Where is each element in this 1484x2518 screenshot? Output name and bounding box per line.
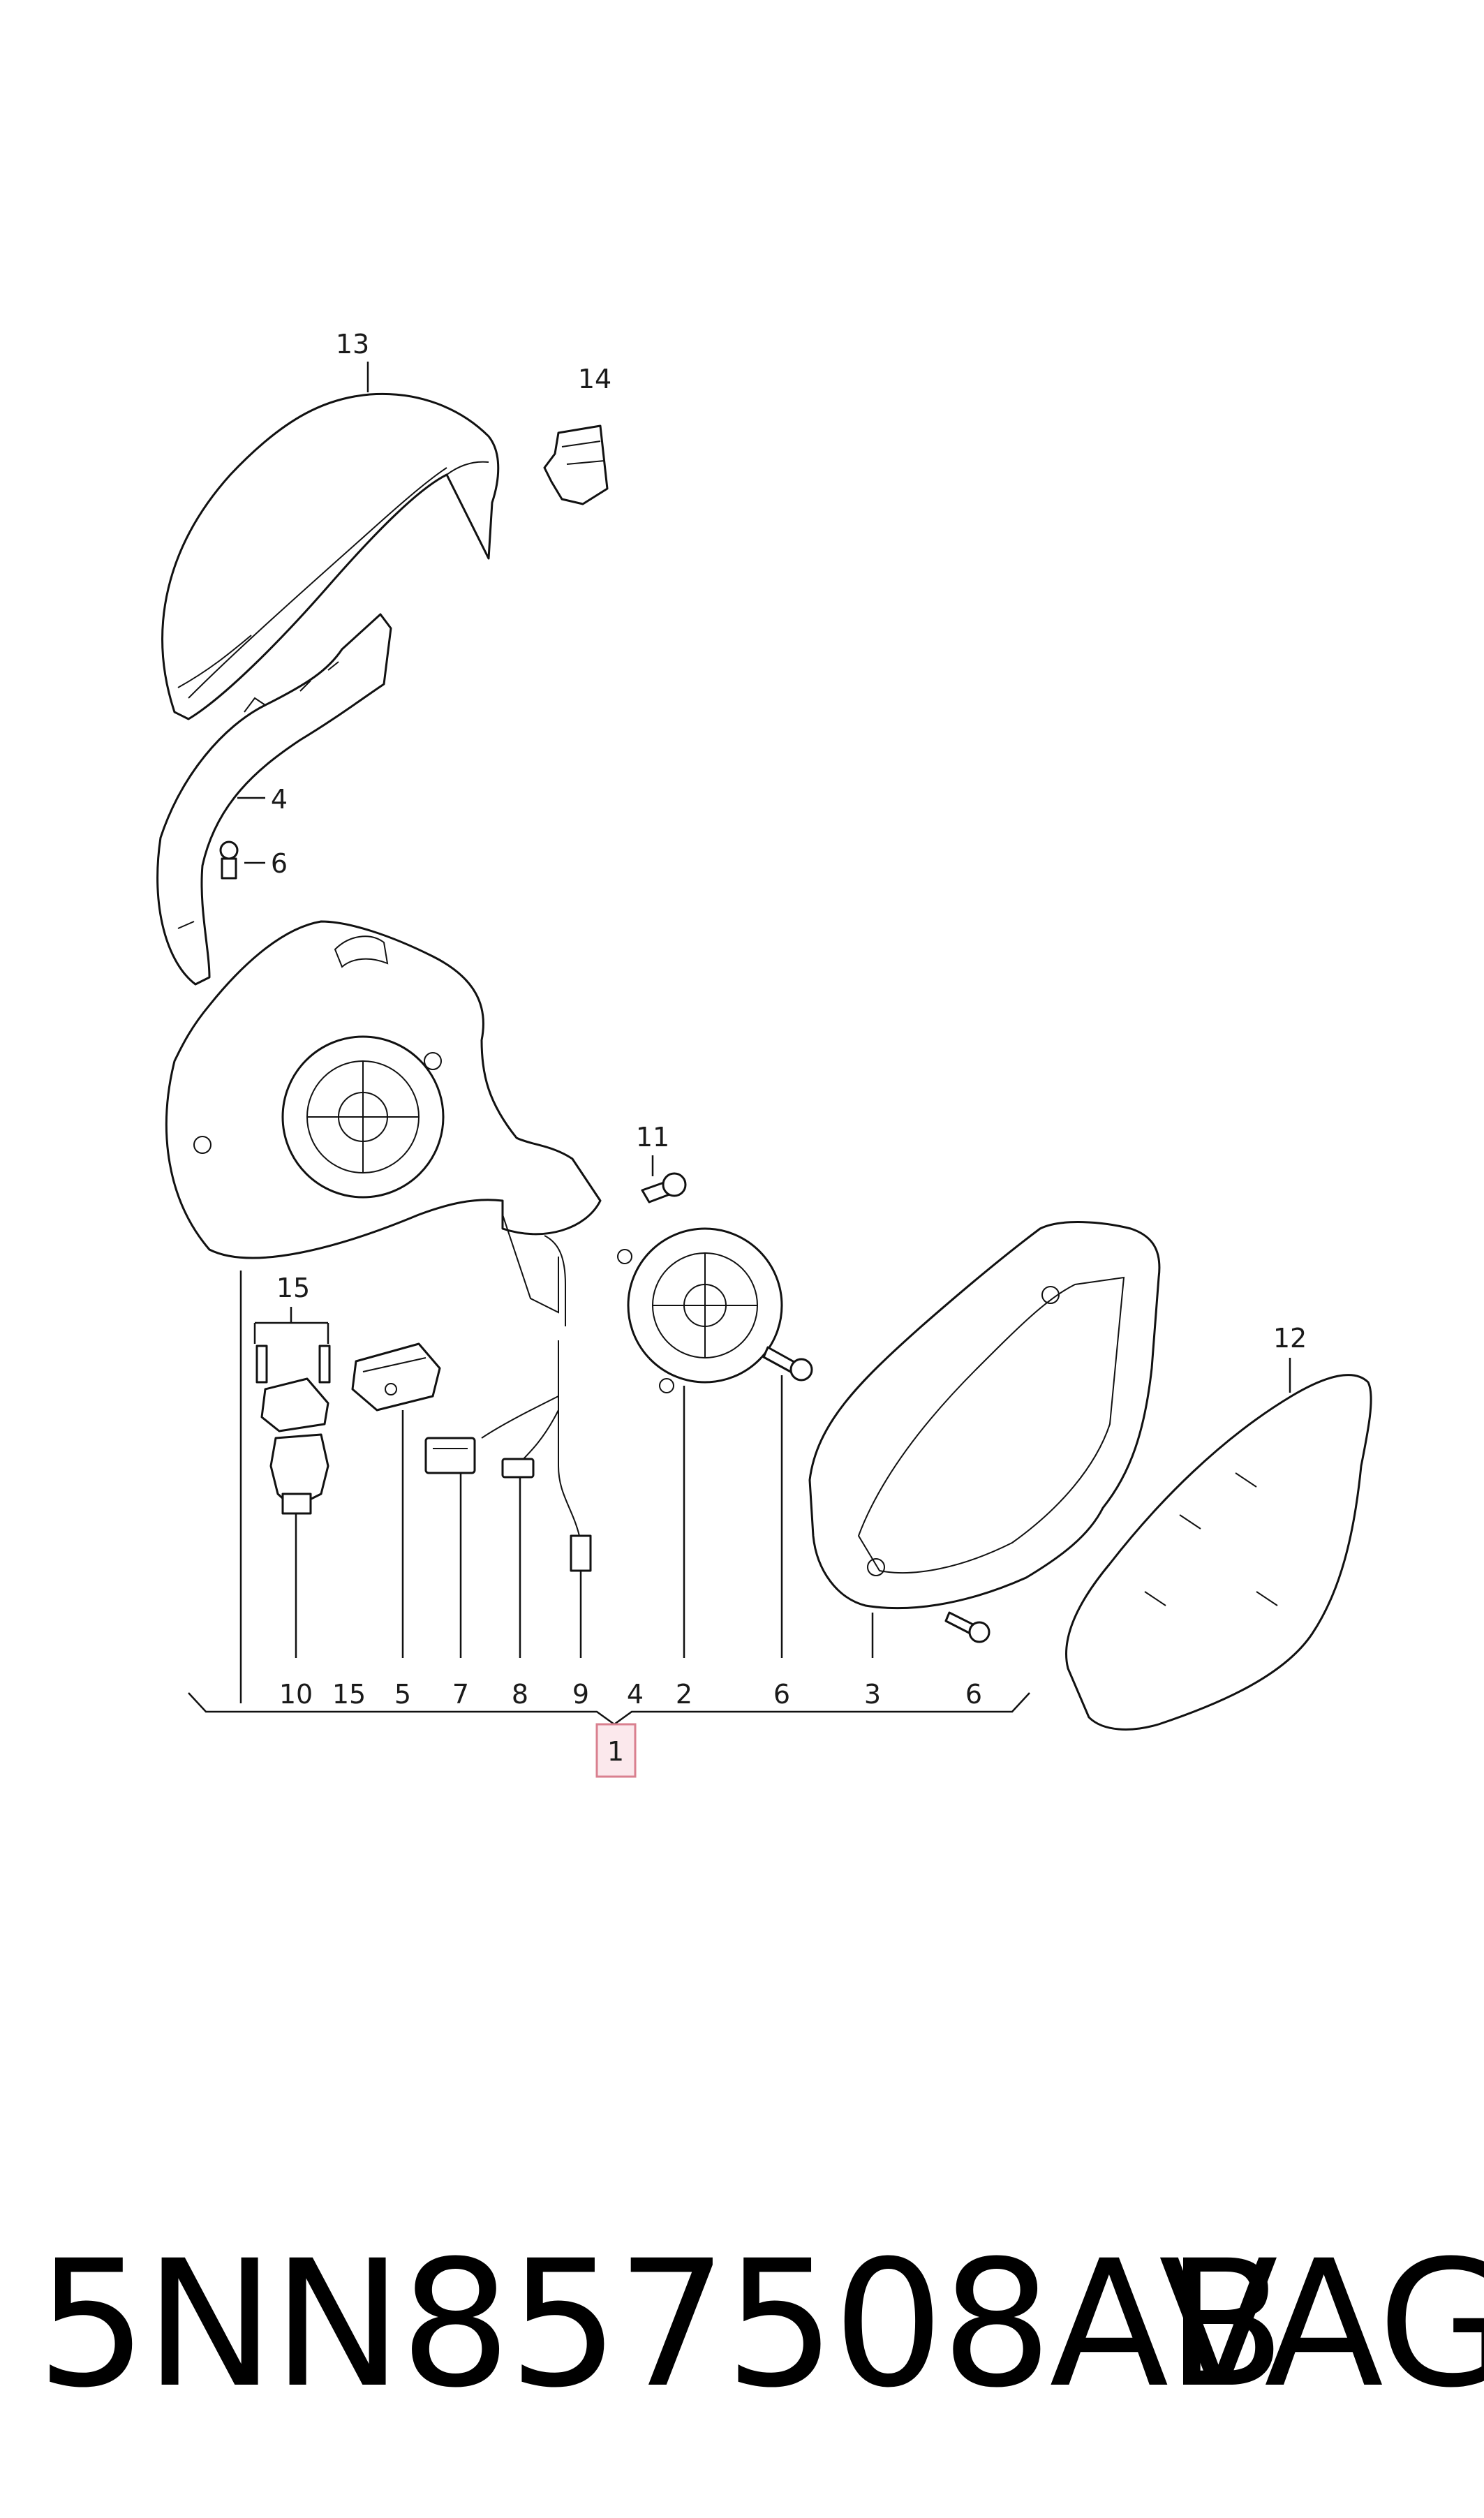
part-13-mirror-cap — [161, 392, 500, 720]
bottom-callout-row: 10 15 5 7 8 9 4 2 6 3 6 — [279, 1679, 982, 1710]
part-9-wiring — [481, 1235, 592, 1572]
part-2-adjuster-motor — [617, 1227, 783, 1393]
bottom-callout-6b: 6 — [965, 1679, 982, 1710]
part-6-screw-top — [219, 840, 239, 880]
part-12-mirror-glass — [1065, 1374, 1372, 1731]
callout-14: 14 — [578, 364, 611, 394]
part-7-connector — [424, 1437, 476, 1474]
mirror-housing — [165, 920, 602, 1314]
part-6-screw-bottom — [944, 1611, 990, 1643]
bottom-leaders — [239, 1271, 874, 1703]
callout-13: 13 — [336, 329, 369, 360]
footer: 5NN857508AB VAG — [0, 2220, 1484, 2429]
callout-12: 12 — [1273, 1323, 1307, 1354]
part-11-screw — [641, 1172, 687, 1204]
bottom-callout-6a: 6 — [773, 1679, 790, 1710]
leader-15-top — [253, 1307, 329, 1344]
brand-label: VAG — [1159, 2223, 1484, 2426]
callout-4-top: 4 — [271, 784, 288, 815]
callout-11: 11 — [636, 1122, 669, 1153]
bottom-callout-2: 2 — [676, 1679, 692, 1710]
callout-15-top: 15 — [276, 1273, 310, 1303]
bottom-callout-7: 7 — [452, 1679, 469, 1710]
part-8-connector — [501, 1458, 535, 1479]
assembly-bracket — [188, 1692, 1030, 1726]
bottom-callout-3: 3 — [864, 1679, 881, 1710]
bottom-callout-10: 10 — [279, 1679, 313, 1710]
exploded-parts-diagram: 13 14 4 6 — [156, 329, 1372, 1778]
callout-6-top: 6 — [271, 848, 288, 879]
part-6-screw-mid — [762, 1346, 813, 1382]
callout-1: 1 — [607, 1736, 624, 1767]
part-10-actuator — [269, 1433, 329, 1515]
part-3-mirror-frame — [808, 1221, 1161, 1610]
part-4-turn-signal — [156, 613, 392, 986]
callout-1-box: 1 — [595, 1723, 637, 1778]
bottom-callout-5: 5 — [394, 1679, 411, 1710]
bottom-callout-8: 8 — [512, 1679, 528, 1710]
part-number: 5NN857508AB — [36, 2223, 1286, 2426]
bottom-callout-9: 9 — [572, 1679, 589, 1710]
bottom-callout-15: 15 — [332, 1679, 366, 1710]
part-15-screws-bracket — [255, 1345, 331, 1432]
bottom-callout-4: 4 — [627, 1679, 644, 1710]
part-5-module — [351, 1342, 441, 1412]
part-14-clip — [543, 424, 609, 505]
